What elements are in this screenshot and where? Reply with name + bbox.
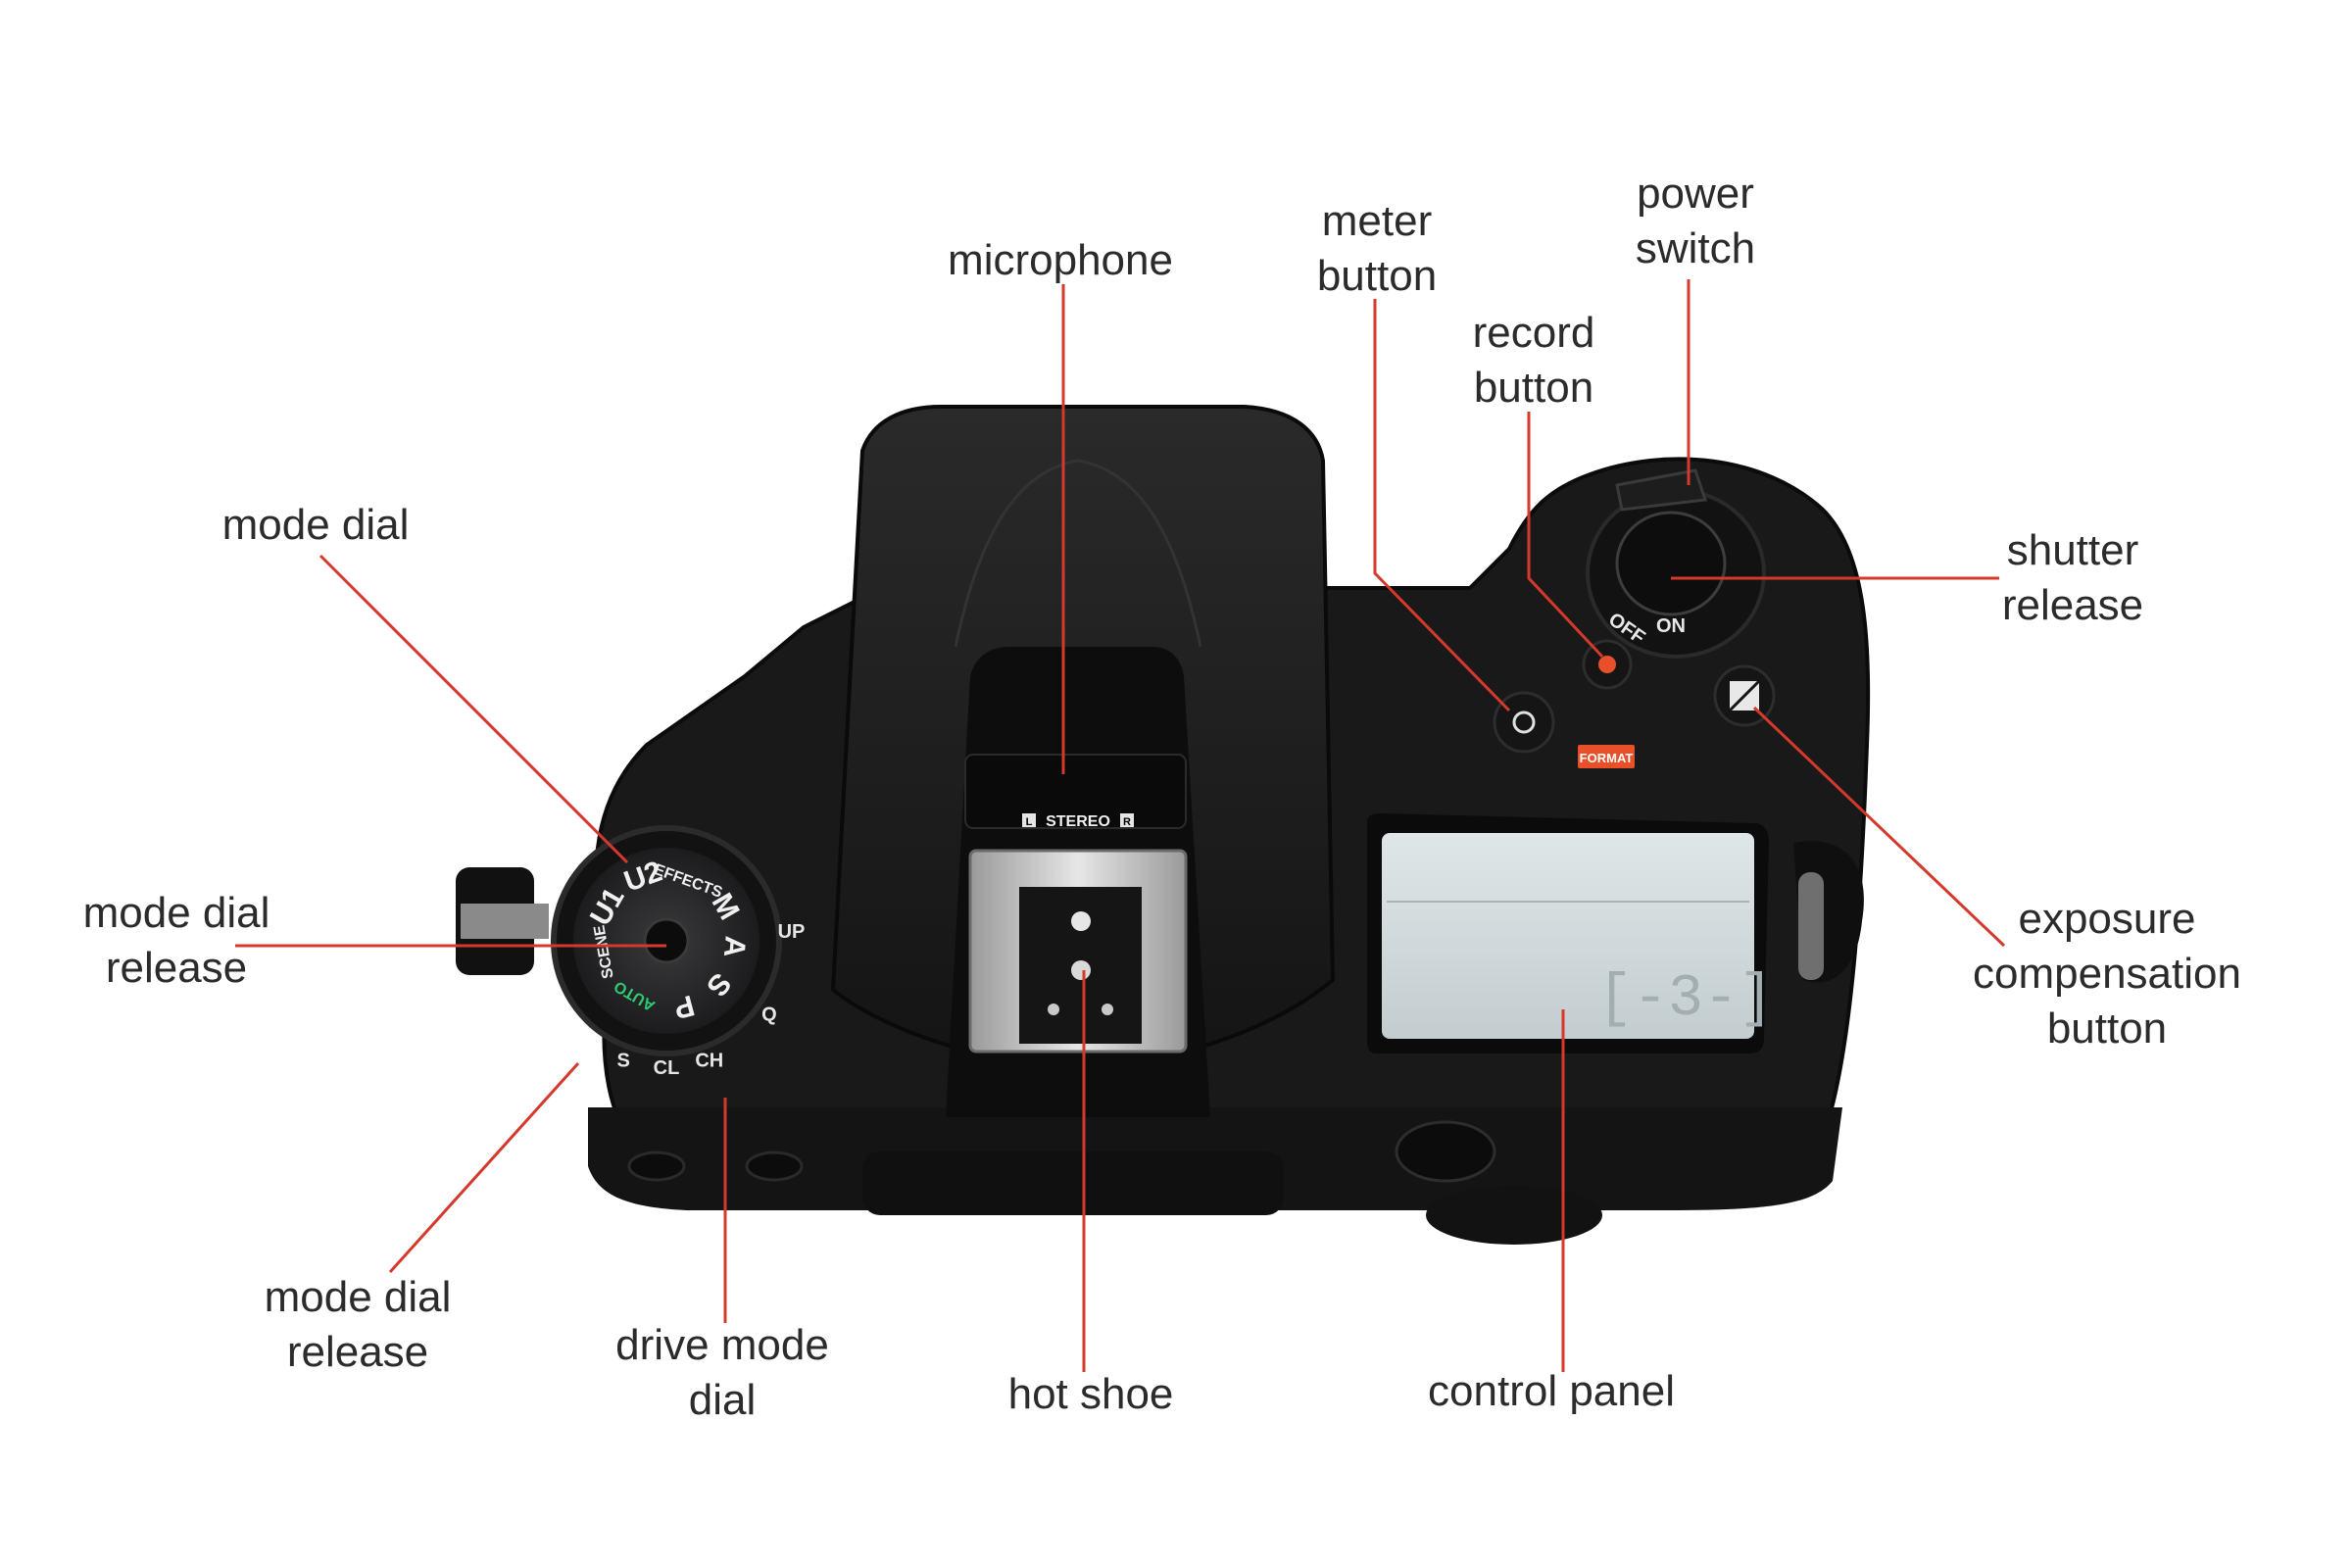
- microphone-label-line: microphone: [948, 236, 1173, 284]
- mode-dial-label: mode dial: [222, 498, 410, 553]
- format-mark: FORMAT: [1580, 751, 1634, 765]
- record-button-label-line: record: [1472, 309, 1595, 357]
- exposure-compensation-button-label: exposure compensation button: [1973, 892, 2241, 1056]
- drive-mode-dial-label-line: dial: [688, 1376, 757, 1424]
- power-switch-label-line: power: [1637, 170, 1754, 218]
- meter-button-label-line: button: [1316, 252, 1438, 300]
- drive-dial-position-label: CL: [654, 1057, 680, 1079]
- hot-shoe-label: hot shoe: [1008, 1367, 1174, 1422]
- hot-shoe-label-line: hot shoe: [1007, 1370, 1174, 1418]
- lcd-readout: [-3-]: [1597, 966, 1774, 1033]
- mode-dial-release-lower-label-line: release: [286, 1328, 429, 1376]
- exposure-compensation-button-label-line: exposure: [2018, 895, 2196, 943]
- drive-dial-position-label: CH: [695, 1050, 723, 1071]
- power-switch-label-line: switch: [1635, 224, 1756, 272]
- drive-dial-position-label: Q: [761, 1004, 777, 1025]
- meter-button-label: meter button: [1317, 194, 1437, 304]
- format-mark-box: [1578, 745, 1635, 768]
- record-button-label-line: button: [1473, 364, 1594, 412]
- exposure-compensation-button-label-line: button: [2046, 1004, 2168, 1053]
- meter-button-leader-line: [1373, 299, 1511, 712]
- stereo-badge: STEREO: [1046, 813, 1110, 830]
- drive-dial-position-label: UP: [778, 921, 806, 943]
- control-panel-label: control panel: [1428, 1364, 1675, 1419]
- shutter-release-label: shutter release: [2002, 523, 2143, 633]
- mode-dial-label-line: mode dial: [221, 501, 410, 549]
- power-switch-assembly: OFF ON: [1586, 468, 1766, 659]
- mode-dial-leader-line: [318, 554, 629, 864]
- microphone-label: microphone: [948, 233, 1173, 288]
- stereo-right-text: R: [1123, 816, 1131, 828]
- meter-button: FORMAT: [1493, 691, 1635, 768]
- hot-shoe: [968, 849, 1188, 1054]
- power-switch-label: power switch: [1636, 167, 1755, 276]
- control-panel-label-line: control panel: [1428, 1367, 1675, 1415]
- control-panel-lcd: [-3-]: [1367, 813, 1774, 1054]
- mode-dial-release-upper-label-line: mode dial: [82, 889, 270, 937]
- shutter-release-label-line: shutter: [2006, 526, 2139, 574]
- drive-dial-labels: S CL CH Q UP: [617, 921, 806, 1079]
- drive-mode-dial-label-line: drive mode: [615, 1321, 829, 1369]
- mode-dial-release-lower-leader-line: [388, 1061, 580, 1274]
- stereo-right-marker: [1120, 813, 1134, 827]
- record-button: [1582, 639, 1633, 690]
- record-button-label: record button: [1473, 306, 1595, 416]
- meter-button-label-line: meter: [1321, 197, 1433, 245]
- power-on-text: ON: [1656, 615, 1686, 637]
- stereo-left-marker: [1022, 813, 1036, 827]
- shutter-button: [1615, 511, 1727, 616]
- exposure-compensation-button-label-line: compensation: [1973, 950, 2241, 998]
- drive-mode-dial-label: drive mode dial: [615, 1318, 829, 1428]
- exposure-compensation-button-leader-line: [1752, 706, 2006, 948]
- mode-dial-release-upper-label: mode dial release: [83, 886, 270, 996]
- stereo-left-text: L: [1026, 816, 1033, 828]
- record-button-leader-line: [1527, 412, 1604, 659]
- microphone-grille: L STEREO R: [964, 754, 1187, 830]
- mode-dial-release-lower-label: mode dial release: [265, 1270, 452, 1380]
- mode-dial-release-upper-label-line: release: [105, 944, 248, 992]
- drive-dial-position-label: S: [617, 1050, 630, 1071]
- mode-dial-position-label: A: [717, 935, 752, 958]
- mode-dial-release-lower-label-line: mode dial: [264, 1273, 452, 1321]
- leader-lines: [235, 279, 2006, 1372]
- shutter-release-label-line: release: [2001, 581, 2144, 629]
